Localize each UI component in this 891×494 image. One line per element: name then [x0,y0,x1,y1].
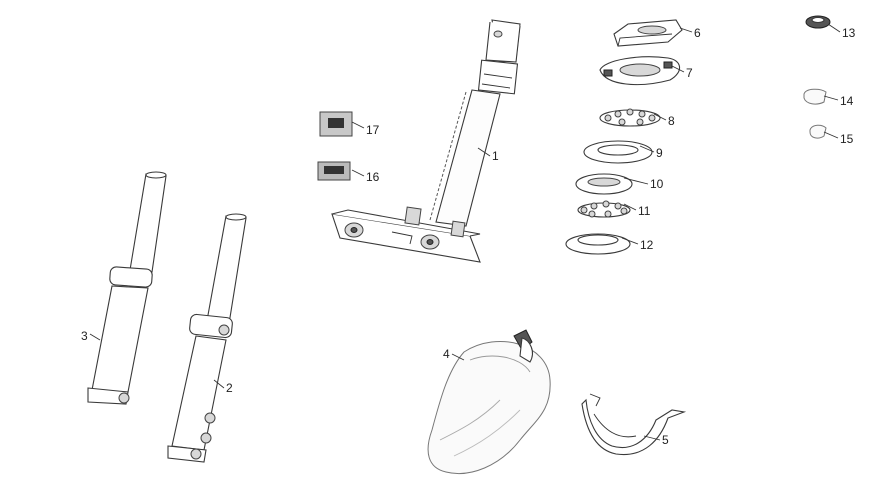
callout-14: 14 [840,94,854,108]
part-fastener-17 [319,111,353,137]
part-bearing-cup-upper [583,140,653,164]
callout-16: 16 [366,170,380,184]
callout-1: 1 [492,149,499,163]
callout-6: 6 [694,26,701,40]
callout-7: 7 [686,66,693,80]
callout-13: 13 [842,26,856,40]
part-steering-stem [331,19,521,263]
callout-11: 11 [638,204,651,218]
callout-12: 12 [640,238,654,252]
callout-9: 9 [656,146,663,160]
leader-lines [89,23,841,441]
part-clip-small [809,124,827,139]
part-ball-race-upper [599,108,661,127]
part-front-mudguard [427,329,551,474]
part-fork-leg-left [87,171,167,405]
part-ball-race-lower [577,200,631,218]
part-adjusting-ring [599,56,681,86]
part-clip-large [803,88,827,105]
callout-5: 5 [662,433,669,447]
callout-2: 2 [226,381,233,395]
part-bracket [581,393,687,456]
part-fastener-16 [317,161,351,181]
callout-15: 15 [840,132,854,146]
callout-8: 8 [668,114,675,128]
callout-17: 17 [366,123,380,137]
callout-3: 3 [81,329,88,343]
part-cap [805,15,831,29]
part-top-nut [613,19,683,47]
part-bearing-cup-lower [565,233,631,255]
part-fork-leg-right [167,213,247,463]
callout-4: 4 [443,347,450,361]
callout-labels: 1 2 3 4 5 6 7 8 9 10 11 12 13 14 15 16 1… [81,26,856,447]
callout-10: 10 [650,177,664,191]
part-bearing-cone [575,173,633,195]
